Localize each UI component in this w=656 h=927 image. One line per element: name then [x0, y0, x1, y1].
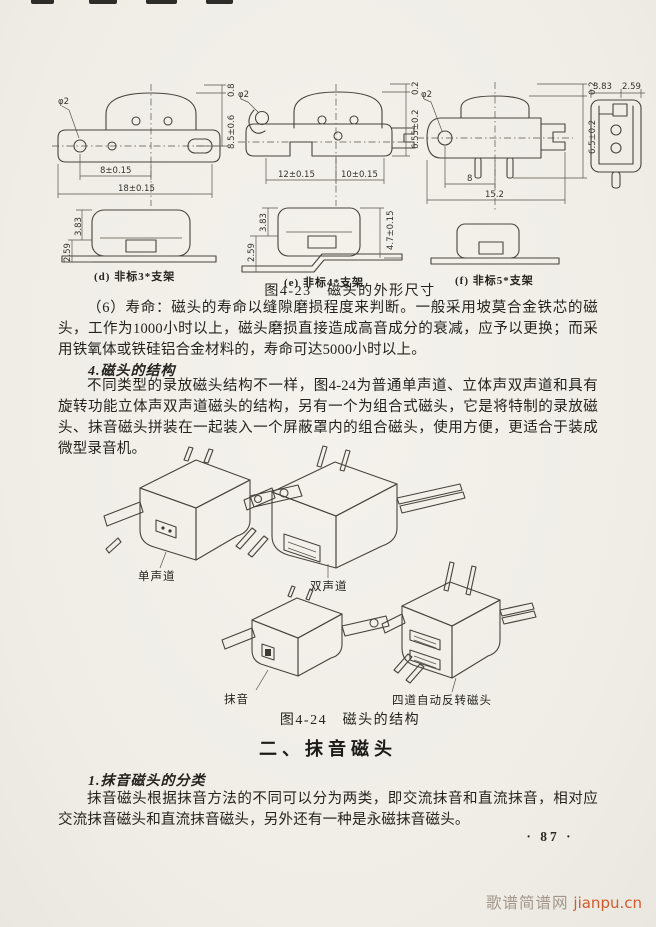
- subheading-head-structure: 4.磁头的结构: [88, 364, 176, 379]
- paragraph-structure: 不同类型的录放磁头结构不一样，图4-24为普通单声道、立体声双声道和具有旋转功能…: [58, 378, 598, 457]
- dim-10: 10±0.15: [341, 170, 378, 180]
- watermark-site-name: 歌谱简谱网: [486, 895, 569, 912]
- drawing-four-track-head: 四道自动反转磁头: [381, 561, 537, 707]
- dim-12: 12±0.15: [278, 170, 315, 180]
- dim-phi2-f: φ2: [421, 90, 432, 100]
- drawing-d: φ2 8±0.15 18±0.15 0.8 8.5±0.6 3.83 2.59 …: [52, 83, 237, 283]
- dim-18: 18±0.15: [118, 184, 155, 194]
- drawing-e: φ2 12±0.15 10±0.15 0.2 6.55±0.2 3.83 2.5…: [238, 81, 421, 289]
- dim-0p8: 0.8: [227, 83, 237, 97]
- dim-8p5: 8.5±0.6: [227, 115, 237, 149]
- dim-2p59-side: 2.59: [622, 82, 641, 92]
- subheading-erase-classification: 1.抹音磁头的分类: [88, 774, 206, 789]
- scan-artifact: [31, 0, 54, 4]
- dim-3p83-e: 3.83: [259, 213, 269, 232]
- watermark: 歌谱简谱网 jianpu.cn: [0, 891, 642, 913]
- scan-artifact: [146, 0, 177, 4]
- scan-artifact: [206, 0, 233, 4]
- dim-6p55: 6.55±0.2: [411, 109, 421, 149]
- label-mono: 单声道: [138, 569, 176, 583]
- dim-2p59-d: 2.59: [63, 243, 73, 262]
- label-four-track: 四道自动反转磁头: [392, 693, 492, 707]
- drawing-stereo-head: 双声道: [235, 445, 466, 593]
- section-heading-erase-heads: 二、抹音磁头: [259, 739, 397, 759]
- figure-4-23-drawings: φ2 8±0.15 18±0.15 0.8 8.5±0.6 3.83 2.59 …: [52, 81, 645, 289]
- scan-artifact: [89, 0, 117, 4]
- dim-8-f: 8: [467, 174, 472, 184]
- figure-4-23-caption: 图4-23 磁头的外形尺寸: [264, 284, 436, 299]
- figure-4-24-caption: 图4-24 磁头的结构: [279, 713, 421, 728]
- drawing-f: φ2 8 15.2 0.2 6.5±0.2 (f) 非标5*支架: [417, 81, 598, 287]
- label-drawing-f: (f) 非标5*支架: [455, 273, 534, 287]
- dim-8: 8±0.15: [100, 166, 131, 176]
- dim-0p2-f: 0.2: [588, 81, 598, 95]
- page-number: · 87 ·: [526, 829, 574, 844]
- label-drawing-e: (e) 非标4*支架: [284, 275, 364, 289]
- dim-phi2-d: φ2: [58, 97, 69, 107]
- dim-0p2-e: 0.2: [411, 81, 421, 95]
- dim-3p83-d: 3.83: [74, 217, 84, 236]
- dim-2p59-e: 2.59: [247, 243, 257, 262]
- figure-4-24-drawings: 单声道 双声道: [103, 445, 537, 707]
- drawing-erase-head: 抹音: [221, 585, 390, 706]
- dim-4p7: 4.7±0.15: [386, 210, 396, 250]
- paragraph-erase-classification: 抹音磁头根据抹音方法的不同可以分为两类，即交流抹音和直流抹音，相对应交流抹音磁头…: [58, 791, 598, 828]
- drawing-mono-head: 单声道: [103, 446, 303, 583]
- dim-phi2-e: φ2: [238, 90, 249, 100]
- dim-15p2: 15.2: [485, 190, 504, 200]
- watermark-site-url: jianpu.cn: [573, 894, 642, 912]
- label-stereo: 双声道: [310, 579, 348, 593]
- label-erase: 抹音: [224, 692, 249, 706]
- label-drawing-d: (d) 非标3*支架: [94, 269, 175, 283]
- dim-3p83-side: 3.83: [593, 82, 612, 92]
- dim-6p5: 6.5±0.2: [588, 120, 598, 154]
- drawing-side-view: 3.83 2.59: [590, 82, 645, 189]
- paragraph-lifespan: （6）寿命：磁头的寿命以缝隙磨损程度来判断。一般采用坡莫合金铁芯的磁头，工作为1…: [58, 300, 598, 358]
